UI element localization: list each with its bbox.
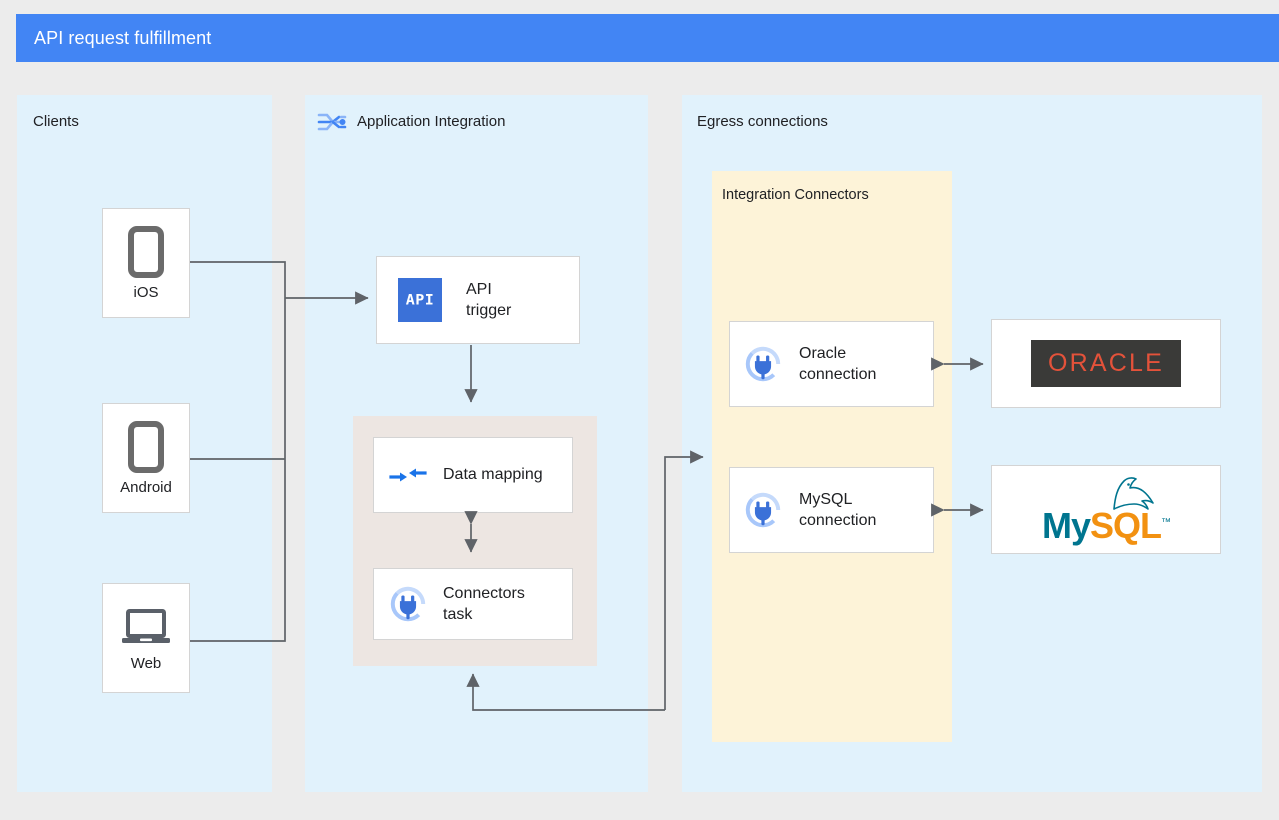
- api-icon: API: [398, 278, 442, 322]
- node-mysql-connection[interactable]: MySQL connection: [729, 467, 934, 553]
- client-node-web[interactable]: Web: [102, 583, 190, 693]
- node-api-trigger[interactable]: API API trigger: [376, 256, 580, 344]
- node-oracle-connection-label: Oracle connection: [799, 344, 877, 383]
- backend-oracle[interactable]: ORACLE: [991, 319, 1221, 408]
- connector-plug-icon: [744, 345, 782, 383]
- client-label-android: Android: [120, 478, 172, 496]
- diagram-title-bar: API request fulfillment: [16, 14, 1279, 62]
- mysql-logo-my: My: [1041, 504, 1091, 546]
- mysql-logo-trademark: ™: [1161, 516, 1171, 528]
- node-api-trigger-label: API trigger: [466, 280, 512, 319]
- oracle-logo-text: ORACLE: [1047, 349, 1164, 377]
- oracle-logo: ORACLE: [1030, 340, 1181, 387]
- connector-plug-icon: [744, 491, 782, 529]
- backend-mysql[interactable]: MySQL™: [991, 465, 1221, 554]
- api-icon-text: API: [405, 291, 435, 309]
- data-mapping-icon: [389, 460, 427, 490]
- integration-connectors-label: Integration Connectors: [722, 187, 869, 203]
- client-label-web: Web: [130, 654, 162, 672]
- panel-egress-connections-label: Egress connections: [697, 113, 828, 130]
- node-connectors-task-label: Connectors task: [443, 584, 525, 623]
- mysql-logo: MySQL™: [1041, 476, 1171, 546]
- panel-clients-label: Clients: [33, 113, 79, 130]
- node-oracle-connection[interactable]: Oracle connection: [729, 321, 934, 407]
- integration-connectors-group: [712, 171, 952, 742]
- mysql-logo-wordmark: MySQL™: [1041, 504, 1171, 546]
- application-integration-icon: [316, 106, 348, 138]
- client-node-ios[interactable]: iOS: [102, 208, 190, 318]
- node-mysql-connection-label: MySQL connection: [799, 490, 877, 529]
- mysql-logo-sql: SQL: [1090, 504, 1162, 546]
- client-label-ios: iOS: [133, 283, 159, 301]
- laptop-icon: [120, 605, 172, 649]
- mobile-phone-icon: [126, 225, 166, 278]
- connector-plug-icon: [389, 585, 427, 623]
- panel-application-integration-label: Application Integration: [357, 113, 506, 130]
- mysql-dolphin-icon: [1113, 476, 1154, 510]
- node-data-mapping[interactable]: Data mapping: [373, 437, 573, 513]
- page-title: API request fulfillment: [34, 27, 212, 48]
- node-data-mapping-label: Data mapping: [443, 466, 543, 484]
- node-connectors-task[interactable]: Connectors task: [373, 568, 573, 640]
- client-node-android[interactable]: Android: [102, 403, 190, 513]
- mobile-phone-icon: [126, 420, 166, 473]
